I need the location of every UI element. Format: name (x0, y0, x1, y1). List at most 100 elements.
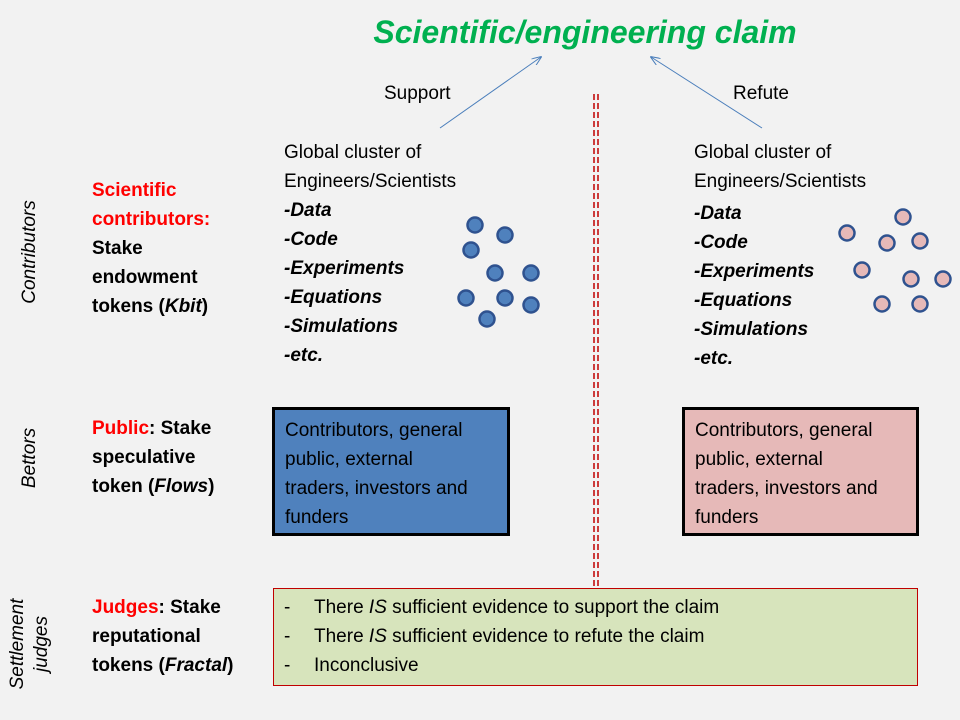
cluster-item: -etc. (284, 345, 324, 366)
contributor-dot (838, 224, 856, 242)
role-text: ) (208, 476, 215, 497)
contributor-dot (457, 289, 475, 307)
role-text: token (Flows) (92, 472, 214, 501)
box-line: traders, investors and (285, 478, 468, 499)
role-text: Public: Stake (92, 414, 214, 443)
box-line: funders (285, 507, 349, 528)
role-text: Judges: Stake (92, 593, 234, 622)
role-text: : Stake (149, 418, 212, 439)
token-name: Kbit (164, 296, 202, 317)
box-line: traders, investors and (695, 478, 878, 499)
role-highlight: Scientific (92, 180, 177, 201)
cluster-item: -Data (694, 203, 742, 224)
contributor-dot (911, 232, 929, 250)
support-cluster: Global cluster of Engineers/Scientists -… (284, 138, 456, 370)
side-label-contributors: Contributors (19, 200, 40, 304)
cluster-item: -etc. (694, 348, 734, 369)
support-bettors-box: Contributors, general public, external t… (272, 407, 510, 536)
box-line: Contributors, general (285, 420, 463, 441)
role-text: ) (201, 296, 209, 317)
cluster-heading: Engineers/Scientists (694, 171, 867, 192)
cluster-item: -Data (284, 200, 332, 221)
contributor-dot (522, 296, 540, 314)
role-text: tokens ( (92, 655, 165, 676)
box-line: public, external (695, 449, 823, 470)
settlement-line: Settlement (7, 598, 28, 690)
role-public: Public: Stake speculative token (Flows) (92, 414, 214, 501)
bullet: - (284, 655, 291, 676)
contributor-dot (486, 264, 504, 282)
cluster-item: -Equations (694, 290, 793, 311)
contributor-dot (902, 270, 920, 288)
contributor-dot (853, 261, 871, 279)
role-text: : Stake (158, 597, 221, 618)
judgement-option: - There IS sufficient evidence to support… (284, 593, 917, 622)
claim-title: Scientific/engineering claim (373, 14, 797, 50)
role-text: tokens (Kbit) (92, 292, 210, 321)
cluster-heading: Global cluster of (284, 142, 422, 163)
contributor-dot (894, 208, 912, 226)
token-name: Fractal (164, 655, 228, 676)
option-text: sufficient evidence to refute the claim (386, 626, 705, 647)
option-text: There (314, 597, 369, 618)
role-text: tokens (Fractal) (92, 651, 234, 680)
support-arrow (439, 57, 541, 129)
role-text: reputational (92, 626, 201, 647)
contributor-dot (873, 295, 891, 313)
cluster-item: -Equations (284, 287, 383, 308)
role-judges: Judges: Stake reputational tokens (Fract… (92, 593, 234, 680)
judgement-option: - There IS sufficient evidence to refute … (284, 622, 917, 651)
role-highlight: Public (92, 418, 150, 439)
judgement-options-box: - There IS sufficient evidence to support… (273, 588, 918, 686)
judges-line: judges (31, 616, 52, 672)
option-text: Inconclusive (314, 655, 419, 676)
role-text: Stake (92, 238, 143, 259)
contributor-dot (466, 216, 484, 234)
box-line: public, external (285, 449, 413, 470)
cluster-item: -Code (284, 229, 338, 250)
cluster-item: -Experiments (284, 258, 405, 279)
box-line: Contributors, general (695, 420, 873, 441)
refute-label: Refute (733, 83, 789, 104)
role-text: tokens ( (92, 296, 165, 317)
role-highlight: Judges (92, 597, 159, 618)
contributor-dot (496, 226, 514, 244)
cluster-item: -Experiments (694, 261, 815, 282)
contributor-dot (478, 310, 496, 328)
cluster-item: -Simulations (284, 316, 399, 337)
role-text: ) (227, 655, 234, 676)
role-highlight: contributors: (92, 209, 211, 230)
refute-arrow (651, 57, 763, 129)
contributor-dot (934, 270, 952, 288)
option-text: There (314, 626, 369, 647)
cluster-heading: Engineers/Scientists (284, 171, 457, 192)
role-text: speculative (92, 447, 196, 468)
role-text: endowment (92, 267, 198, 288)
support-cluster-dots (457, 216, 540, 328)
option-emphasis: IS (368, 626, 387, 647)
role-text: token ( (92, 476, 155, 497)
token-name: Flows (154, 476, 209, 497)
box-line: funders (695, 507, 759, 528)
cluster-item: -Code (694, 232, 748, 253)
refute-cluster: Global cluster of Engineers/Scientists -… (694, 138, 866, 373)
side-label-settlement: Settlement judges (6, 584, 54, 704)
support-label: Support (384, 83, 451, 104)
option-emphasis: IS (368, 597, 387, 618)
bullet: - (284, 626, 291, 647)
contributor-dot (522, 264, 540, 282)
contributor-dot (496, 289, 514, 307)
cluster-heading: Global cluster of (694, 142, 832, 163)
bullet: - (284, 597, 291, 618)
contributor-dot (462, 241, 480, 259)
cluster-item: -Simulations (694, 319, 809, 340)
refute-bettors-box: Contributors, general public, external t… (682, 407, 919, 536)
option-text: sufficient evidence to support the claim (386, 597, 720, 618)
contributor-dot (911, 295, 929, 313)
judgement-option: - Inconclusive (284, 651, 917, 680)
side-label-bettors: Bettors (19, 427, 40, 489)
refute-cluster-dots (838, 208, 952, 313)
role-contributors: Scientific contributors: Stake endowment… (92, 176, 210, 321)
